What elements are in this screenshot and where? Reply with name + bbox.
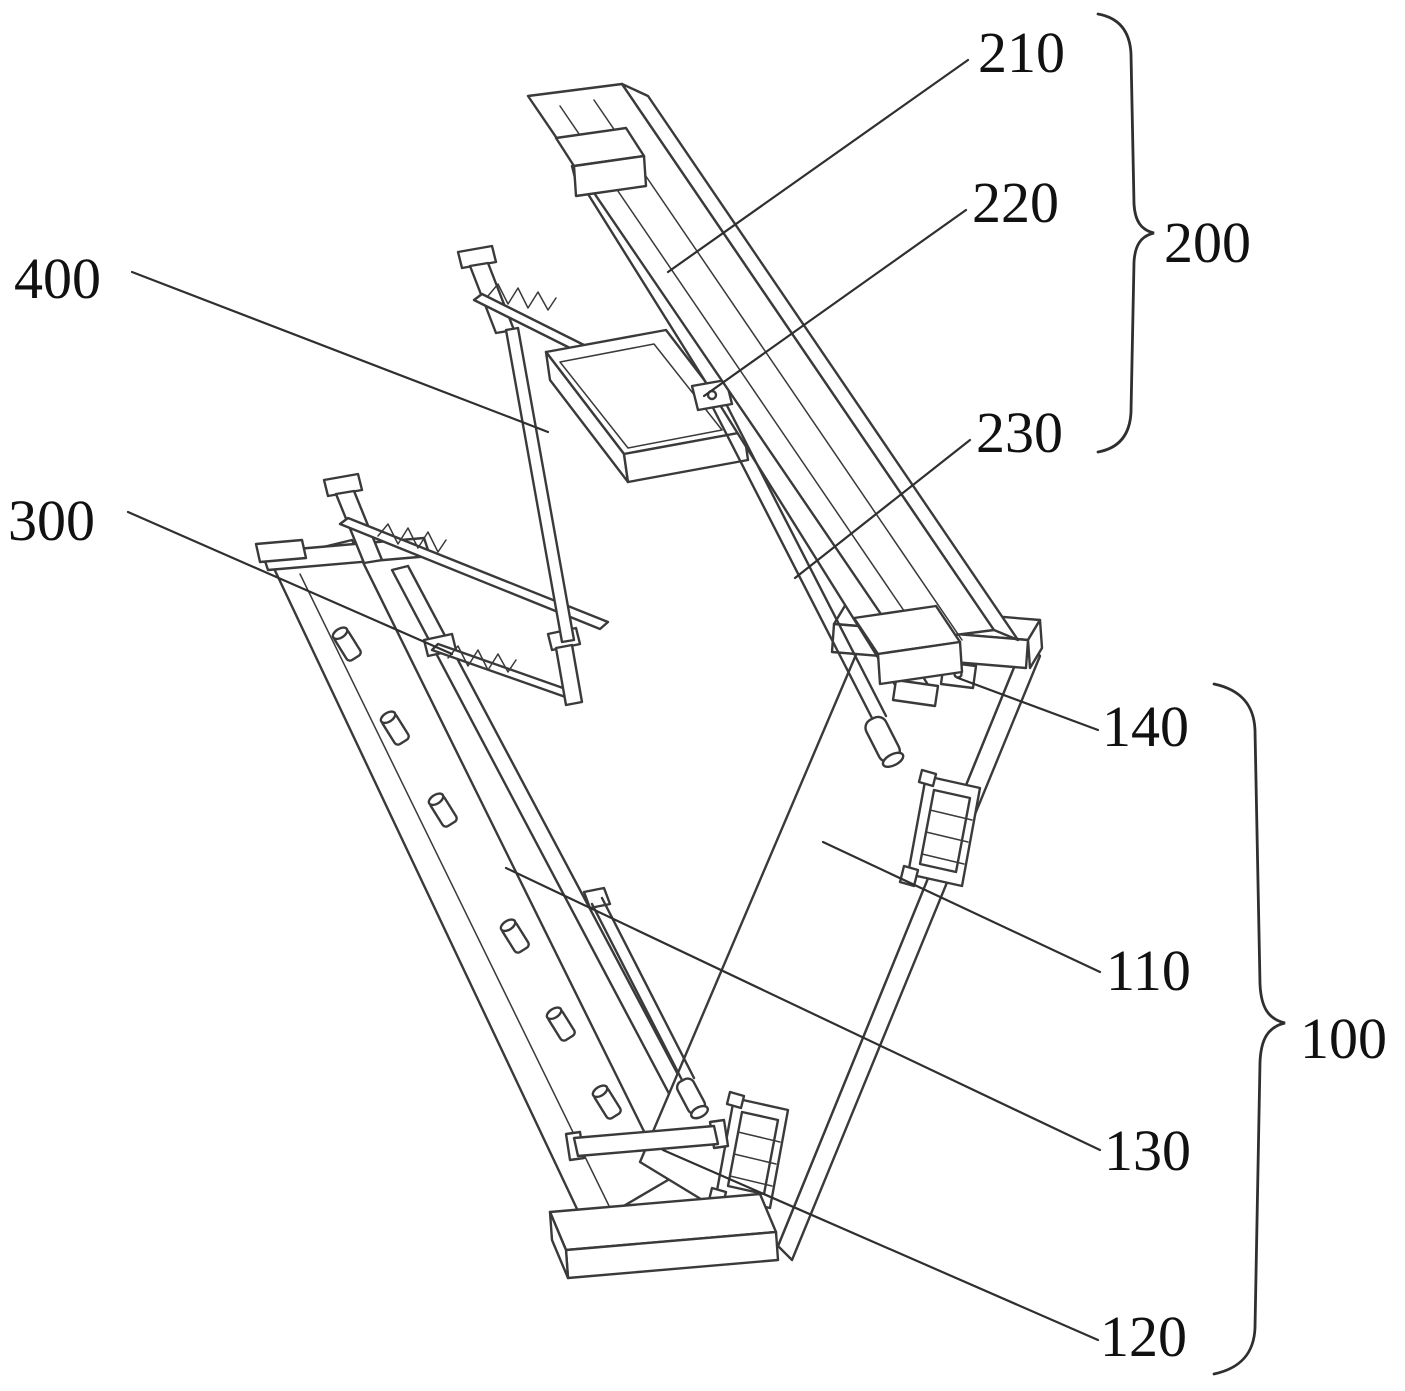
clamp-lower: [706, 1090, 790, 1210]
braces: [1096, 12, 1286, 1376]
ref-label-230: 230: [976, 400, 1063, 465]
ref-label-120: 120: [1100, 1304, 1187, 1369]
rail-peg: [379, 710, 410, 746]
leader-230: [793, 438, 972, 580]
carriage-assembly-300-400: [254, 244, 750, 707]
main-rail-210: [526, 82, 1020, 686]
ref-label-200: 200: [1164, 210, 1251, 275]
bottom-beam-120: [548, 1192, 780, 1280]
ref-label-220: 220: [972, 170, 1059, 235]
ref-label-110: 110: [1106, 938, 1191, 1003]
leader-110: [821, 840, 1102, 974]
leader-130: [504, 866, 1102, 1152]
rail-peg: [427, 792, 458, 828]
bottom-bar: [564, 1118, 730, 1162]
ref-label-140: 140: [1102, 694, 1189, 759]
leader-300: [126, 510, 454, 656]
adjust-rod-130: [582, 886, 709, 1120]
leader-220: [702, 208, 968, 398]
ref-label-130: 130: [1104, 1118, 1191, 1183]
brace-100: [1212, 682, 1286, 1376]
rail-peg: [545, 1006, 576, 1042]
leader-210: [666, 58, 970, 274]
leader-140: [956, 676, 1100, 732]
rail-peg: [591, 1084, 622, 1120]
left-rail: [268, 538, 670, 1230]
frame-assembly-100: [268, 538, 1044, 1280]
rail-peg: [331, 626, 362, 662]
brace-200: [1096, 12, 1155, 454]
ref-label-400: 400: [14, 246, 101, 311]
ref-label-210: 210: [978, 20, 1065, 85]
leader-400: [130, 270, 550, 434]
ref-label-100: 100: [1300, 1006, 1387, 1071]
leader-lines: [126, 58, 1102, 1342]
telescoping-rod-230: [706, 390, 905, 769]
reference-labels: 210 220 200 230 400 300 140 110 100 130 …: [8, 20, 1387, 1369]
slide-box-400: [544, 328, 750, 484]
leader-120: [661, 1148, 1100, 1342]
rail-peg: [499, 918, 530, 954]
clamp-upper: [898, 768, 982, 888]
rail-assembly-200: [526, 82, 1020, 769]
ref-label-300: 300: [8, 488, 95, 553]
